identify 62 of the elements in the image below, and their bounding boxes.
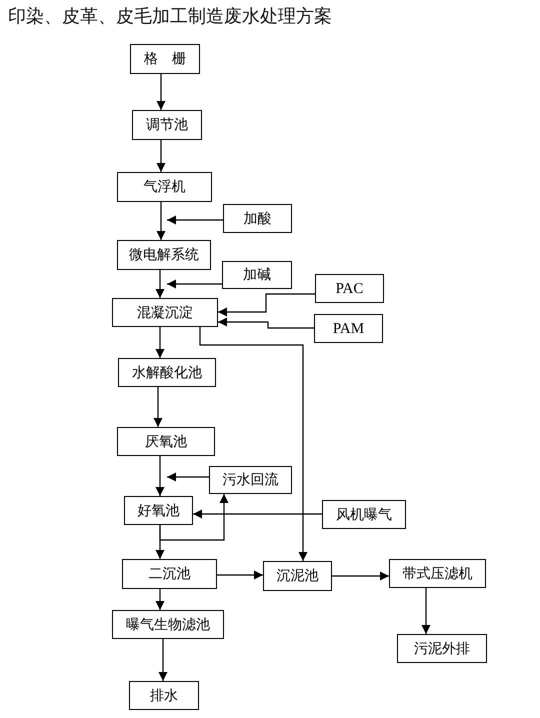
process-box: [112, 610, 224, 639]
flow-arrow: [199, 327, 308, 561]
process-box: [117, 172, 212, 202]
step-label: 风机曝气: [336, 506, 392, 522]
flow-arrow: [159, 494, 228, 541]
process-box: [315, 274, 384, 303]
flow-arrow: [332, 572, 389, 580]
step-label: 厌氧池: [145, 434, 187, 450]
step-label: 污泥外排: [414, 640, 470, 656]
process-box: [263, 561, 332, 591]
flow-arrow: [156, 327, 164, 358]
step-label: 水解酸化池: [132, 364, 202, 380]
diagram-title: 印染、皮革、皮毛加工制造废水处理方案: [8, 6, 332, 28]
step-label: 二沉池: [148, 566, 190, 582]
flow-arrow: [167, 280, 222, 288]
flow-arrow: [193, 510, 322, 518]
process-box: [322, 500, 406, 529]
process-box: [223, 204, 292, 233]
flow-arrow: [156, 456, 164, 496]
process-box: [132, 110, 202, 140]
process-box: [118, 358, 216, 387]
flow-arrow: [156, 202, 166, 240]
step-label: PAC: [336, 280, 364, 296]
step-label: 气浮机: [144, 179, 186, 195]
flow-arrow: [156, 140, 166, 172]
process-box: [112, 298, 218, 327]
step-label: 混凝沉淀: [137, 304, 193, 320]
process-box: [124, 496, 193, 525]
flow-arrow: [218, 318, 314, 329]
process-box: [389, 559, 486, 588]
flow-arrow: [167, 216, 223, 224]
step-label: 微电解系统: [129, 247, 199, 263]
flow-arrow: [154, 387, 162, 427]
flow-arrow: [422, 588, 430, 634]
flow-arrow: [217, 570, 263, 580]
step-label: 排水: [150, 688, 178, 704]
process-box: [122, 559, 217, 589]
process-box: [129, 681, 199, 710]
flow-arrow: [167, 472, 209, 482]
process-box: [397, 634, 487, 663]
process-box: [314, 314, 383, 343]
process-box: [209, 466, 292, 494]
step-label: 沉泥池: [276, 568, 318, 584]
flow-arrow: [156, 270, 164, 298]
flow-arrow: [156, 589, 164, 610]
process-box: [117, 427, 215, 456]
process-box: [222, 261, 292, 289]
step-label: 加酸: [244, 210, 272, 226]
step-label: 污水回流: [222, 472, 278, 488]
process-box: [130, 44, 200, 74]
step-label: 带式压滤机: [402, 566, 472, 582]
step-label: PAM: [332, 320, 364, 336]
flow-arrow: [158, 639, 168, 681]
flow-arrow: [218, 293, 315, 316]
flow-arrow: [156, 74, 166, 110]
step-label: 加碱: [243, 267, 271, 283]
process-box: [117, 240, 211, 270]
flow-arrow: [156, 525, 164, 559]
step-label: 格 栅: [144, 51, 186, 67]
step-label: 好氧池: [138, 502, 180, 518]
step-label: 调节池: [146, 117, 188, 133]
step-label: 曝气生物滤池: [126, 616, 210, 632]
